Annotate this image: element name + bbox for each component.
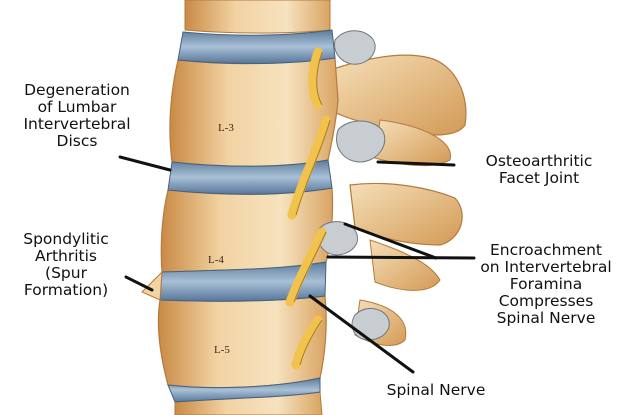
encroachment-label: Encroachment on Intervertebral Foramina … [468,242,624,327]
spondylitic-line-3: (Spur [4,265,128,282]
encroachment-line-5: Spinal Nerve [468,310,624,327]
osteoarthritic-label: Osteoarthritic Facet Joint [456,153,622,187]
degeneration-leader [120,157,170,170]
encroachment-leader-lower [328,257,474,258]
posterior-processes [330,55,466,345]
spinal-nerve-label: Spinal Nerve [366,382,506,399]
degeneration-line-1: Degeneration [3,82,151,99]
encroachment-line-2: on Intervertebral [468,259,624,276]
facet-spur-bottom [352,309,389,340]
encroachment-line-1: Encroachment [468,242,624,259]
vertebra-label-l3: L-3 [218,122,234,134]
osteoarthritic-line-2: Facet Joint [456,170,622,187]
degeneration-line-3: Intervertebral [3,116,151,133]
spondylitic-line-4: Formation) [4,282,128,299]
degeneration-label: Degeneration of Lumbar Intervertebral Di… [3,82,151,150]
spondylitic-line-2: Arthritis [4,248,128,265]
encroachment-line-4: Compresses [468,293,624,310]
l4-spinous-process [350,183,462,245]
spondylitic-leader [126,277,152,290]
facet-spur-top [335,31,376,65]
vertebra-label-l5: L-5 [214,344,230,356]
osteoarthritic-line-1: Osteoarthritic [456,153,622,170]
spondylitic-line-1: Spondylitic [4,231,128,248]
spondylitic-label: Spondylitic Arthritis (Spur Formation) [4,231,128,299]
degeneration-line-2: of Lumbar [3,99,151,116]
vertebra-label-l4: L-4 [208,254,224,266]
encroachment-line-3: Foramina [468,276,624,293]
degeneration-line-4: Discs [3,133,151,150]
top-vertebra-fragment [185,0,330,33]
